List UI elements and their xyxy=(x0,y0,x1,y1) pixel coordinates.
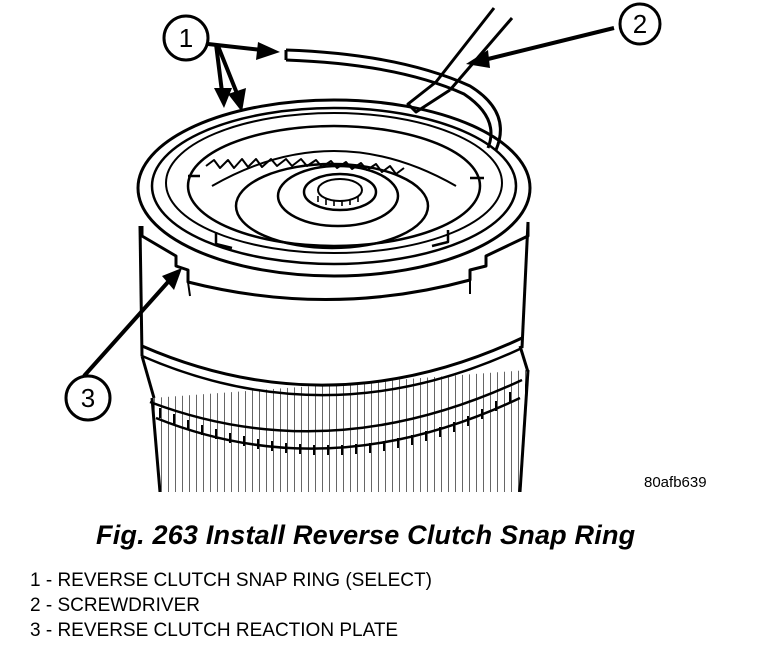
inner-hub xyxy=(234,162,430,250)
callout-2-label: 2 xyxy=(633,9,647,39)
callout-leaders xyxy=(82,26,615,378)
clutch-drum-body xyxy=(138,221,530,397)
legend-item-2: 2 - SCREWDRIVER xyxy=(30,595,200,616)
figure-caption: Fig. 263 Install Reverse Clutch Snap Rin… xyxy=(96,520,636,550)
legend-item-3: 3 - REVERSE CLUTCH REACTION PLATE xyxy=(30,620,399,641)
legend-list: 1 - REVERSE CLUTCH SNAP RING (SELECT) 2 … xyxy=(30,568,432,643)
callout-3: 3 xyxy=(64,374,112,422)
callout-1-label: 1 xyxy=(179,23,193,53)
figure-code: 80afb639 xyxy=(644,474,707,491)
callout-2: 2 xyxy=(618,2,662,46)
callout-3-label: 3 xyxy=(81,383,95,413)
gear-teeth-lower xyxy=(159,392,511,455)
callout-1: 1 xyxy=(162,14,210,62)
lower-drum xyxy=(140,345,530,492)
legend-item-1: 1 - REVERSE CLUTCH SNAP RING (SELECT) xyxy=(30,570,432,591)
reaction-plate xyxy=(186,124,484,250)
screwdriver xyxy=(406,7,514,114)
clutch-assembly-illustration: 1 2 3 80afb639 xyxy=(64,2,707,492)
drum-rim xyxy=(136,98,532,278)
snap-ring xyxy=(284,48,502,151)
